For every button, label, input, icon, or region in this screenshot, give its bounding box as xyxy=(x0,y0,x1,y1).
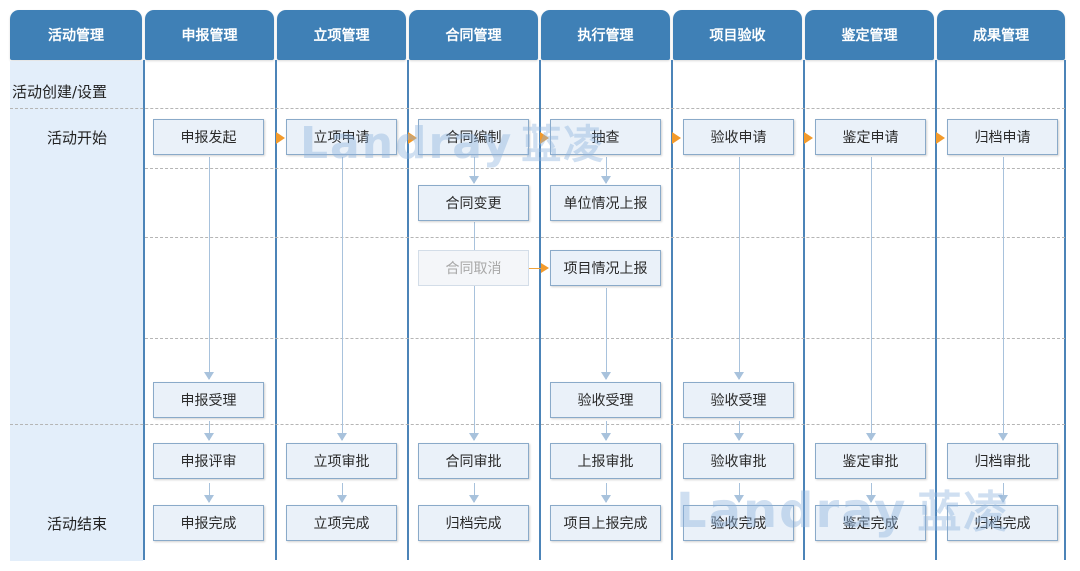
header-contract-management: 合同管理 xyxy=(409,10,538,60)
row-divider xyxy=(10,424,1065,425)
step-contract-approve: 合同审批 xyxy=(418,443,529,479)
step-acceptance-approve: 验收审批 xyxy=(683,443,794,479)
watermark-cjk: 蓝凌 xyxy=(521,122,606,168)
step-exec-report-done: 项目上报完成 xyxy=(550,505,661,541)
flow-arrow-down xyxy=(204,421,214,441)
watermark-latin: Landray xyxy=(300,118,514,169)
flow-arrow-right xyxy=(529,263,549,273)
row-divider xyxy=(145,168,1065,169)
flow-arrow-down xyxy=(601,421,611,441)
step-contract-draft: 合同编制 xyxy=(418,119,529,155)
row-label-activity-end: 活动结束 xyxy=(46,515,107,533)
flow-arrow-down xyxy=(204,483,214,503)
step-exec-check: 抽查 xyxy=(550,119,661,155)
step-contract-archive-done: 归档完成 xyxy=(418,505,529,541)
row-label-activity-start: 活动开始 xyxy=(46,129,107,147)
step-exec-accept: 验收受理 xyxy=(550,382,661,418)
lane-divider xyxy=(671,60,673,560)
activity-lane-background xyxy=(10,61,143,561)
flow-arrow-down xyxy=(866,483,876,503)
header-execution-management: 执行管理 xyxy=(541,10,670,60)
step-acceptance-accept: 验收受理 xyxy=(683,382,794,418)
step-acceptance-apply: 验收申请 xyxy=(683,119,794,155)
watermark-cjk: 蓝凌 xyxy=(917,487,1010,538)
step-exec-unit-report: 单位情况上报 xyxy=(550,185,661,221)
step-contract-change: 合同变更 xyxy=(418,185,529,221)
lane-transition-arrow-icon xyxy=(276,132,285,144)
step-project-apply: 立项申请 xyxy=(286,119,397,155)
watermark-latin: Landray xyxy=(676,483,908,539)
row-label-activity-create: 活动创建/设置 xyxy=(12,83,108,101)
flow-arrow-down xyxy=(601,288,611,380)
lane-divider xyxy=(803,60,805,560)
step-project-done: 立项完成 xyxy=(286,505,397,541)
step-archive-done: 归档完成 xyxy=(947,505,1058,541)
flow-arrow-down xyxy=(469,222,479,441)
lane-divider xyxy=(407,60,409,560)
lane-divider xyxy=(539,60,541,560)
step-appraisal-apply: 鉴定申请 xyxy=(815,119,926,155)
step-exec-project-report: 项目情况上报 xyxy=(550,250,661,286)
step-archive-apply: 归档申请 xyxy=(947,119,1058,155)
flow-arrow-down xyxy=(734,421,744,441)
lane-transition-arrow-icon xyxy=(408,132,417,144)
flow-arrow-down xyxy=(469,157,479,184)
flow-arrow-down xyxy=(601,483,611,503)
step-declare-done: 申报完成 xyxy=(153,505,264,541)
step-declare-accept: 申报受理 xyxy=(153,382,264,418)
header-project-acceptance: 项目验收 xyxy=(673,10,802,60)
lane-transition-arrow-icon xyxy=(672,132,681,144)
header-achievement-management: 成果管理 xyxy=(937,10,1065,60)
lane-divider xyxy=(143,60,145,560)
flow-arrow-down xyxy=(337,157,347,441)
row-divider xyxy=(10,108,1065,109)
lane-divider xyxy=(1064,60,1066,560)
flow-arrow-down xyxy=(601,157,611,184)
header-declaration-management: 申报管理 xyxy=(145,10,274,60)
step-declare-start: 申报发起 xyxy=(153,119,264,155)
step-contract-cancel: 合同取消 xyxy=(418,250,529,286)
step-appraisal-done: 鉴定完成 xyxy=(815,505,926,541)
lane-transition-arrow-icon xyxy=(936,132,945,144)
step-acceptance-done: 验收完成 xyxy=(683,505,794,541)
row-divider xyxy=(145,338,1065,339)
lane-divider xyxy=(275,60,277,560)
flow-arrow-down xyxy=(337,483,347,503)
step-declare-review: 申报评审 xyxy=(153,443,264,479)
flow-arrow-down xyxy=(734,157,744,380)
row-divider xyxy=(145,237,1065,238)
lane-transition-arrow-icon xyxy=(804,132,813,144)
flow-arrow-down xyxy=(204,157,214,380)
step-appraisal-approve: 鉴定审批 xyxy=(815,443,926,479)
step-archive-approve: 归档审批 xyxy=(947,443,1058,479)
flow-arrow-down xyxy=(998,483,1008,503)
step-project-approve: 立项审批 xyxy=(286,443,397,479)
lane-divider xyxy=(935,60,937,560)
header-activity-management: 活动管理 xyxy=(10,10,142,60)
step-exec-report-approve: 上报审批 xyxy=(550,443,661,479)
flow-arrow-down xyxy=(734,483,744,503)
header-project-setup-management: 立项管理 xyxy=(277,10,406,60)
flow-arrow-down xyxy=(469,483,479,503)
flow-arrow-down xyxy=(998,157,1008,441)
header-appraisal-management: 鉴定管理 xyxy=(805,10,934,60)
flow-arrow-down xyxy=(866,157,876,441)
lane-transition-arrow-icon xyxy=(540,132,549,144)
